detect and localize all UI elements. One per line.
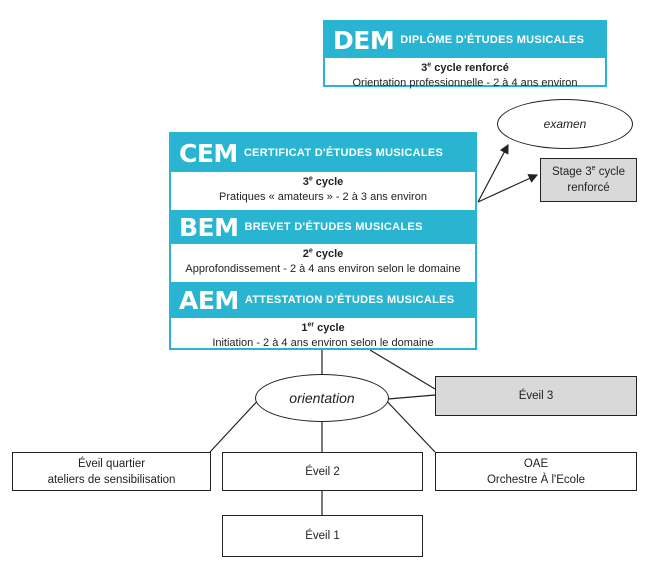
aem-cycle: 1er cycle bbox=[301, 321, 345, 334]
eveil3-label: Éveil 3 bbox=[518, 390, 554, 402]
cem-body: 3e cycle Pratiques « amateurs » - 2 à 3 … bbox=[171, 172, 475, 210]
stage-line1: Stage 3e cycle bbox=[552, 165, 625, 178]
cem-name: CERTIFICAT D'ÉTUDES MUSICALES bbox=[243, 147, 444, 159]
eveil2-box: Éveil 2 bbox=[222, 452, 423, 491]
arrow-cem-examen bbox=[477, 143, 509, 203]
dem-desc: Orientation professionnelle - 2 à 4 ans … bbox=[352, 77, 578, 89]
eveil3-box: Éveil 3 bbox=[435, 376, 637, 416]
oae-line1: OAE bbox=[523, 457, 549, 470]
examen-oval: examen bbox=[497, 99, 633, 149]
examen-label: examen bbox=[543, 117, 587, 131]
orientation-oval: orientation bbox=[255, 374, 389, 422]
aem-desc: Initiation - 2 à 4 ans environ selon le … bbox=[212, 337, 434, 349]
eveil-quartier-line1: Éveil quartier bbox=[77, 457, 146, 470]
eveil-quartier-line2: ateliers de sensibilisation bbox=[47, 473, 176, 486]
dem-header: DEM DIPLÔME D'ÉTUDES MUSICALES bbox=[325, 22, 605, 58]
arrow-cem-stage bbox=[477, 174, 539, 203]
cem-abbr: CEM bbox=[179, 138, 238, 168]
cem-cycle: 3e cycle bbox=[302, 175, 344, 188]
aem-name: ATTESTATION D'ÉTUDES MUSICALES bbox=[244, 294, 455, 306]
stage-box: Stage 3e cycle renforcé bbox=[540, 158, 637, 202]
dem-cycle: 3e cycle renforcé bbox=[421, 61, 509, 74]
line-orientation-oae bbox=[381, 395, 436, 453]
cem-desc: Pratiques « amateurs » - 2 à 3 ans envir… bbox=[219, 191, 427, 203]
line-orientation-eveil3 bbox=[387, 394, 436, 400]
line-aem-eveil3 bbox=[369, 349, 436, 390]
stage-line2: renforcé bbox=[567, 182, 610, 194]
line-orientation-quartier bbox=[209, 395, 263, 453]
bem-abbr: BEM bbox=[179, 212, 239, 242]
dem-diploma-box: DEM DIPLÔME D'ÉTUDES MUSICALES 3e cycle … bbox=[323, 20, 607, 89]
aem-body: 1er cycle Initiation - 2 à 4 ans environ… bbox=[171, 318, 475, 356]
eveil1-label: Éveil 1 bbox=[305, 530, 340, 542]
eveil2-label: Éveil 2 bbox=[305, 465, 340, 478]
cycle-stack: CEM CERTIFICAT D'ÉTUDES MUSICALES 3e cyc… bbox=[169, 132, 477, 350]
dem-name: DIPLÔME D'ÉTUDES MUSICALES bbox=[400, 34, 585, 46]
bem-header: BEM BREVET D'ÉTUDES MUSICALES bbox=[171, 210, 475, 244]
eveil1-box: Éveil 1 bbox=[222, 515, 423, 557]
eveil-quartier-box: Éveil quartier ateliers de sensibilisati… bbox=[12, 452, 211, 491]
orientation-label: orientation bbox=[289, 390, 355, 406]
dem-body: 3e cycle renforcé Orientation profession… bbox=[325, 58, 605, 94]
aem-abbr: AEM bbox=[179, 285, 239, 315]
oae-box: OAE Orchestre À l'Ecole bbox=[435, 452, 637, 491]
bem-name: BREVET D'ÉTUDES MUSICALES bbox=[244, 221, 423, 233]
bem-desc: Approfondissement - 2 à 4 ans environ se… bbox=[185, 263, 461, 275]
aem-header: AEM ATTESTATION D'ÉTUDES MUSICALES bbox=[171, 282, 475, 318]
oae-line2: Orchestre À l'Ecole bbox=[486, 473, 586, 486]
bem-body: 2e cycle Approfondissement - 2 à 4 ans e… bbox=[171, 244, 475, 282]
cem-header: CEM CERTIFICAT D'ÉTUDES MUSICALES bbox=[171, 134, 475, 172]
dem-abbr: DEM bbox=[333, 25, 395, 55]
bem-cycle: 2e cycle bbox=[302, 247, 344, 260]
